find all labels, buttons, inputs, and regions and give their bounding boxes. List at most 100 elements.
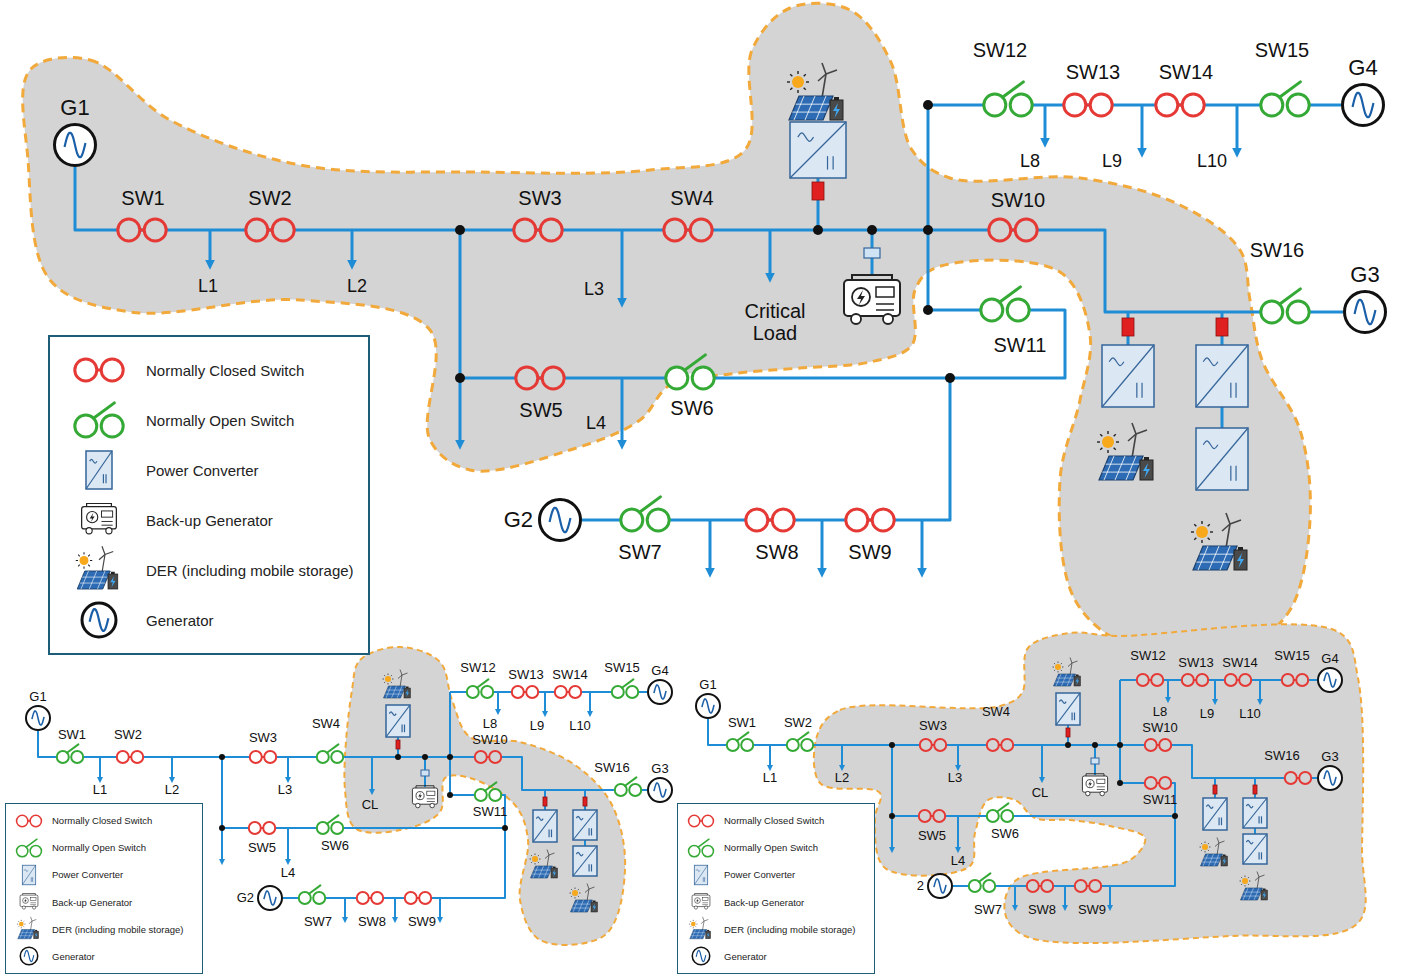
- network-label: SW7: [304, 915, 332, 929]
- backup-generator: [82, 504, 117, 534]
- switch-contact: [1015, 219, 1037, 241]
- converter-diagonal: [573, 810, 597, 840]
- switch-contact: [1296, 674, 1308, 686]
- ac-wave: [1246, 840, 1253, 844]
- network-label: SW13: [508, 668, 543, 682]
- switch-contact: [1064, 94, 1086, 116]
- sun-ray: [1200, 847, 1202, 848]
- power-converter: [573, 810, 597, 840]
- sine-wave: [24, 951, 34, 962]
- network-label: L4: [586, 414, 606, 434]
- switch-bar: [524, 691, 526, 693]
- switch-symbol: [612, 679, 638, 698]
- sun: [1102, 436, 1114, 448]
- network-label: SW1: [121, 187, 164, 209]
- legend-icon: [64, 400, 134, 440]
- switch-symbol: [317, 815, 343, 834]
- network-label: Critical Load: [725, 300, 825, 344]
- switch-bar: [1194, 679, 1196, 681]
- sine-wave: [90, 609, 109, 631]
- switch-contact: [555, 686, 567, 698]
- switch-symbol: [989, 219, 1037, 241]
- load-arrow: [821, 520, 824, 570]
- legend-box: Normally Closed SwitchNormally Open Swit…: [5, 803, 203, 974]
- load-arrow: [371, 757, 373, 790]
- load-arrow: [621, 230, 624, 300]
- sun-ray: [575, 897, 576, 899]
- network-label: SW16: [1250, 239, 1304, 261]
- network-label: L3: [278, 783, 292, 797]
- sun-ray: [1208, 538, 1210, 540]
- wire: [75, 167, 1343, 312]
- junction-dot: [813, 225, 823, 235]
- sun: [1202, 844, 1208, 850]
- converter-diagonal: [1196, 428, 1248, 490]
- switch-bar: [129, 756, 131, 758]
- generator-panel: [30, 897, 36, 900]
- converter-box: [1243, 798, 1267, 828]
- converter-link: [1213, 785, 1217, 794]
- generator-wheel: [851, 314, 861, 324]
- panel-grid: [1126, 456, 1136, 480]
- turbine-blade: [818, 74, 826, 81]
- sun: [1196, 526, 1208, 538]
- panel-grid: [89, 571, 97, 589]
- junction-dot: [1065, 742, 1071, 748]
- switch-contact: [101, 415, 123, 437]
- switch-contact: [934, 739, 946, 751]
- sine-wave: [1324, 673, 1336, 687]
- converter-box: [573, 810, 597, 840]
- switch-symbol: [317, 744, 343, 763]
- panel-grid: [1198, 546, 1208, 570]
- sun-ray: [538, 862, 539, 863]
- turbine-blade: [1215, 843, 1219, 847]
- legend-text: DER (including mobile storage): [724, 924, 855, 935]
- generator-label: G2: [504, 508, 533, 532]
- junction-dot: [447, 754, 453, 760]
- sun-ray: [787, 81, 790, 82]
- sun-ray: [578, 896, 579, 897]
- network-label: SW15: [1274, 649, 1309, 663]
- generator-body: [844, 280, 900, 316]
- sun-ray: [78, 565, 80, 567]
- sun-ray: [1058, 662, 1059, 664]
- load-arrow: [1044, 105, 1047, 140]
- sun-ray: [1058, 671, 1059, 673]
- turbine-blade: [99, 555, 105, 560]
- switch-blade: [640, 497, 661, 512]
- sun-ray: [1100, 434, 1102, 436]
- dc-bar: [1235, 383, 1236, 398]
- generator-circle: 2: [927, 873, 953, 899]
- load-arrow: [1014, 886, 1016, 906]
- generator-wheel: [1100, 791, 1105, 796]
- load-arrow: [439, 898, 441, 918]
- power-converter: [1196, 428, 1248, 490]
- sun-ray: [1201, 540, 1202, 543]
- network-label: L10: [1239, 707, 1261, 721]
- sine-wave: [65, 133, 86, 157]
- solar-panel: [531, 866, 553, 878]
- legend-entry: Power Converter: [11, 864, 197, 886]
- dc-bar: [704, 877, 705, 882]
- legend-symbol: [20, 894, 38, 910]
- sun-ray: [790, 74, 792, 76]
- der-icon: [76, 546, 118, 589]
- switch-contact: [1156, 94, 1178, 116]
- converter-diagonal: [694, 865, 707, 885]
- turbine-blade: [102, 546, 105, 554]
- dc-bar: [591, 828, 592, 835]
- panel-grid: [28, 930, 32, 939]
- sun-ray: [1053, 667, 1055, 668]
- panel-grid: [1214, 854, 1219, 866]
- switch-bar: [1039, 885, 1041, 887]
- switch-symbol: [621, 497, 669, 531]
- legend-entry: Normally Open Switch: [11, 837, 197, 859]
- sun-ray: [21, 920, 22, 921]
- generator-bolt: [24, 898, 27, 903]
- legend-icon: [683, 891, 719, 913]
- turbine-blade: [1257, 872, 1259, 878]
- network-label: SW4: [670, 187, 713, 209]
- panel-grid: [1209, 546, 1219, 570]
- legend-symbol: [75, 403, 123, 437]
- generator-body: [1082, 776, 1107, 792]
